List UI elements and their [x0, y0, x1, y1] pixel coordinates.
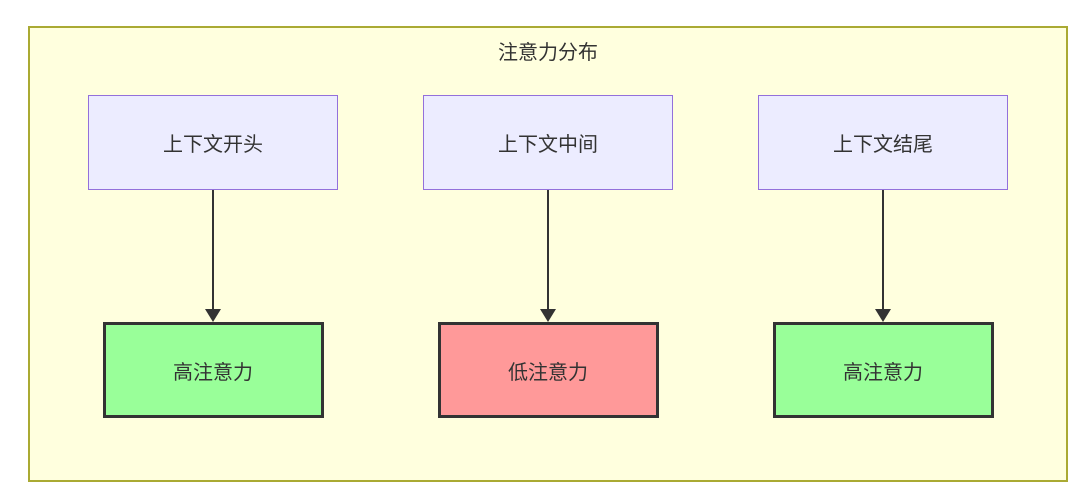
arrowhead-icon [875, 309, 891, 322]
arrowhead-icon [540, 309, 556, 322]
arrow-down-icon [205, 190, 221, 322]
column-context-end: 上下文结尾 高注意力 [758, 95, 1008, 418]
node-low-attention-middle: 低注意力 [437, 322, 659, 418]
attention-distribution-cluster: 注意力分布 上下文开头 高注意力 上下文中间 低注意力 上下文结尾 [28, 26, 1068, 482]
node-context-end: 上下文结尾 [758, 95, 1008, 190]
column-context-start: 上下文开头 高注意力 [88, 95, 338, 418]
arrow-shaft [882, 190, 884, 309]
node-high-attention-start: 高注意力 [102, 322, 324, 418]
column-context-middle: 上下文中间 低注意力 [423, 95, 673, 418]
arrow-down-icon [540, 190, 556, 322]
diagram-columns: 上下文开头 高注意力 上下文中间 低注意力 上下文结尾 [30, 95, 1066, 418]
arrow-shaft [547, 190, 549, 309]
arrowhead-icon [205, 309, 221, 322]
node-high-attention-end: 高注意力 [772, 322, 994, 418]
arrow-shaft [212, 190, 214, 309]
node-context-middle: 上下文中间 [423, 95, 673, 190]
arrow-down-icon [875, 190, 891, 322]
cluster-title: 注意力分布 [498, 42, 598, 64]
node-context-start: 上下文开头 [88, 95, 338, 190]
